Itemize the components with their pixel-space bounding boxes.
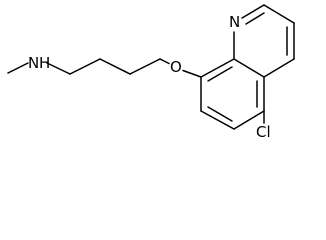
bond-methyl-n [7,62,29,74]
bond-c6-c7 [200,110,235,130]
bond-c3-c4 [129,58,161,75]
atom-labels: N H O N Cl [28,13,271,141]
bond-c1-c2 [69,58,101,75]
atom-n-amine: N [28,54,39,72]
atom-n-ring: N [229,13,240,31]
bond-c8-c8a [200,58,235,78]
bond-o-c8 [182,69,202,78]
atom-o-ether: O [170,58,182,76]
bond-c8a-c4a [233,58,265,78]
bond-n-c1 [46,62,71,75]
bonds [7,4,295,130]
atom-n-amine-h: H [39,54,50,72]
bond-n1-c2 [241,4,265,19]
bond-n1-c2-inner [245,12,265,25]
bond-c2-c3 [263,4,295,24]
atom-cl: Cl [256,123,271,141]
bond-c4-c4a [263,58,295,78]
bond-c2-c3 [99,58,131,75]
molecule-structure: N H O N Cl [7,4,295,141]
bond-c8-c8a-inner [207,66,233,82]
bond-c6-c7-inner [207,106,233,122]
bond-c5-c6 [233,110,265,130]
bond-c4-o [159,58,170,65]
